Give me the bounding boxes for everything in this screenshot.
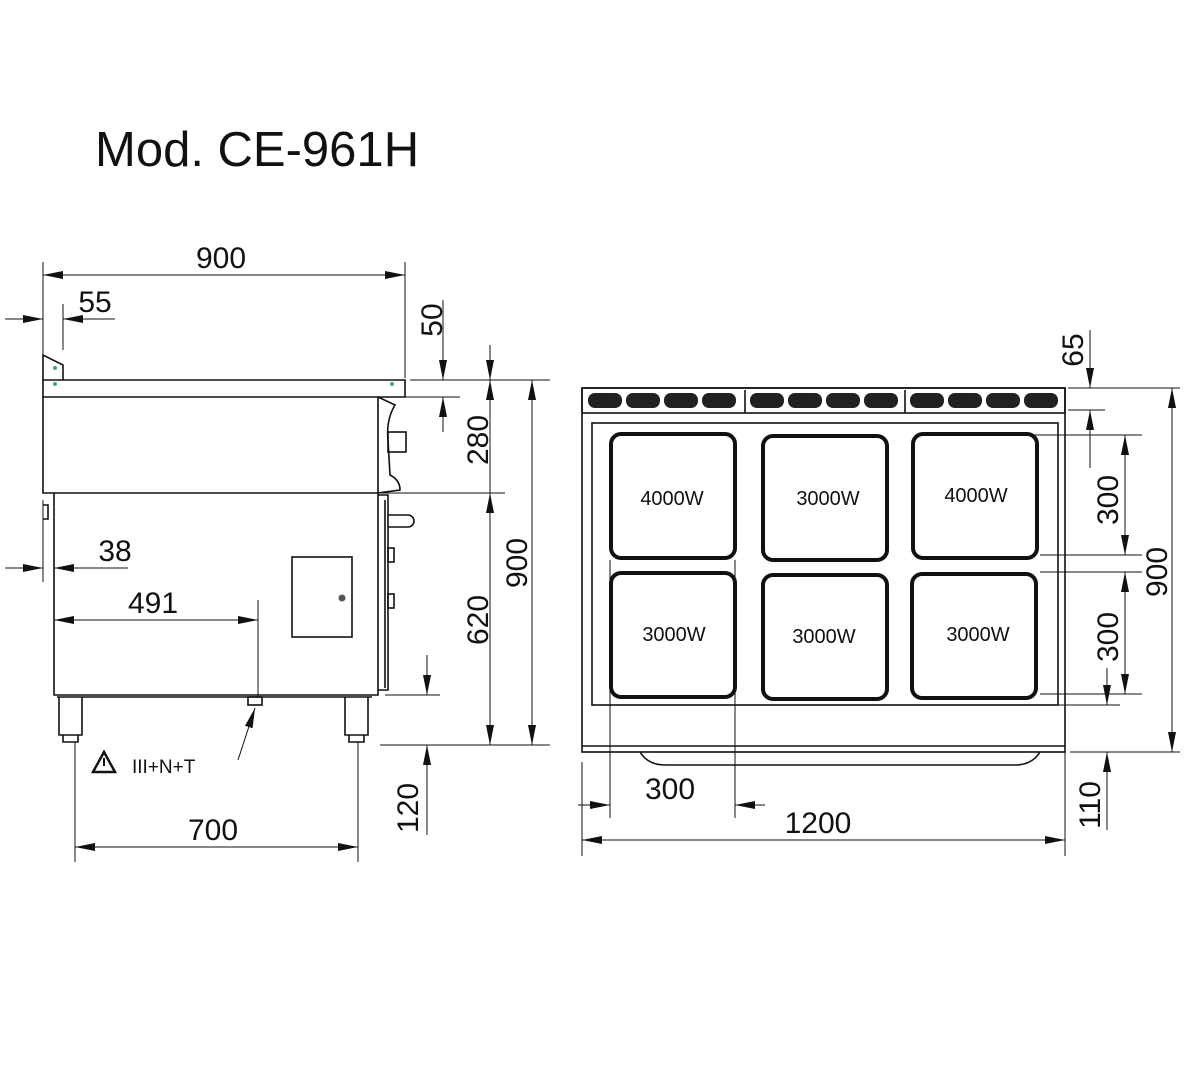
plate-power-label: 3000W xyxy=(796,488,859,510)
control-profile xyxy=(377,396,401,494)
dim-height-900: 900 xyxy=(501,538,534,588)
service-door xyxy=(291,556,353,638)
plate-power-label: 3000W xyxy=(946,624,1009,646)
plate-power-label: 3000W xyxy=(792,626,855,648)
plate-power-label: 4000W xyxy=(944,485,1007,507)
dim-1200: 1200 xyxy=(785,807,852,840)
dim-65: 65 xyxy=(1057,333,1090,366)
top-plate xyxy=(42,379,406,398)
dim-620: 620 xyxy=(462,595,495,645)
door-screw xyxy=(338,594,346,602)
dim-50: 50 xyxy=(416,303,449,336)
cable-inlet xyxy=(247,696,263,706)
dim-depth-900-top: 900 xyxy=(1141,547,1174,597)
dim-300-front: 300 xyxy=(1092,612,1125,662)
hotplate-front-middle xyxy=(761,573,889,701)
dim-110: 110 xyxy=(1074,781,1107,829)
plate-power-label: 3000W xyxy=(642,624,705,646)
hotplate-front-right xyxy=(910,572,1038,700)
hotplate-rear-right xyxy=(911,432,1039,560)
dim-300-width: 300 xyxy=(645,773,695,806)
backsplash xyxy=(42,353,64,380)
dim-700: 700 xyxy=(188,814,238,847)
lower-body xyxy=(53,493,379,696)
side-view: III+N+T 900 55 38 491 700 50 xyxy=(5,242,550,862)
warning-triangle-icon xyxy=(90,749,118,774)
hotplate-rear-middle xyxy=(761,434,889,562)
upper-body xyxy=(42,397,379,494)
dim-491: 491 xyxy=(128,587,178,620)
hotplate-rear-left xyxy=(609,432,737,560)
feet xyxy=(57,696,372,743)
cooktop-frame xyxy=(591,422,1059,706)
dim-120: 120 xyxy=(392,783,425,833)
power-note: III+N+T xyxy=(132,757,196,778)
dim-38: 38 xyxy=(98,535,131,568)
control-knobs xyxy=(588,393,1058,408)
plate-power-label: 4000W xyxy=(640,488,703,510)
model-title: Mod. CE-961H xyxy=(95,123,420,177)
dim-55: 55 xyxy=(78,286,111,319)
dim-280: 280 xyxy=(462,415,495,465)
top-view: 4000W 3000W 4000W 3000W 3000W 3000W 65 3… xyxy=(578,330,1180,856)
front-rail xyxy=(639,751,1041,766)
control-strip xyxy=(581,387,1066,414)
dim-depth-900: 900 xyxy=(196,242,246,275)
dim-300-rear: 300 xyxy=(1092,475,1125,525)
